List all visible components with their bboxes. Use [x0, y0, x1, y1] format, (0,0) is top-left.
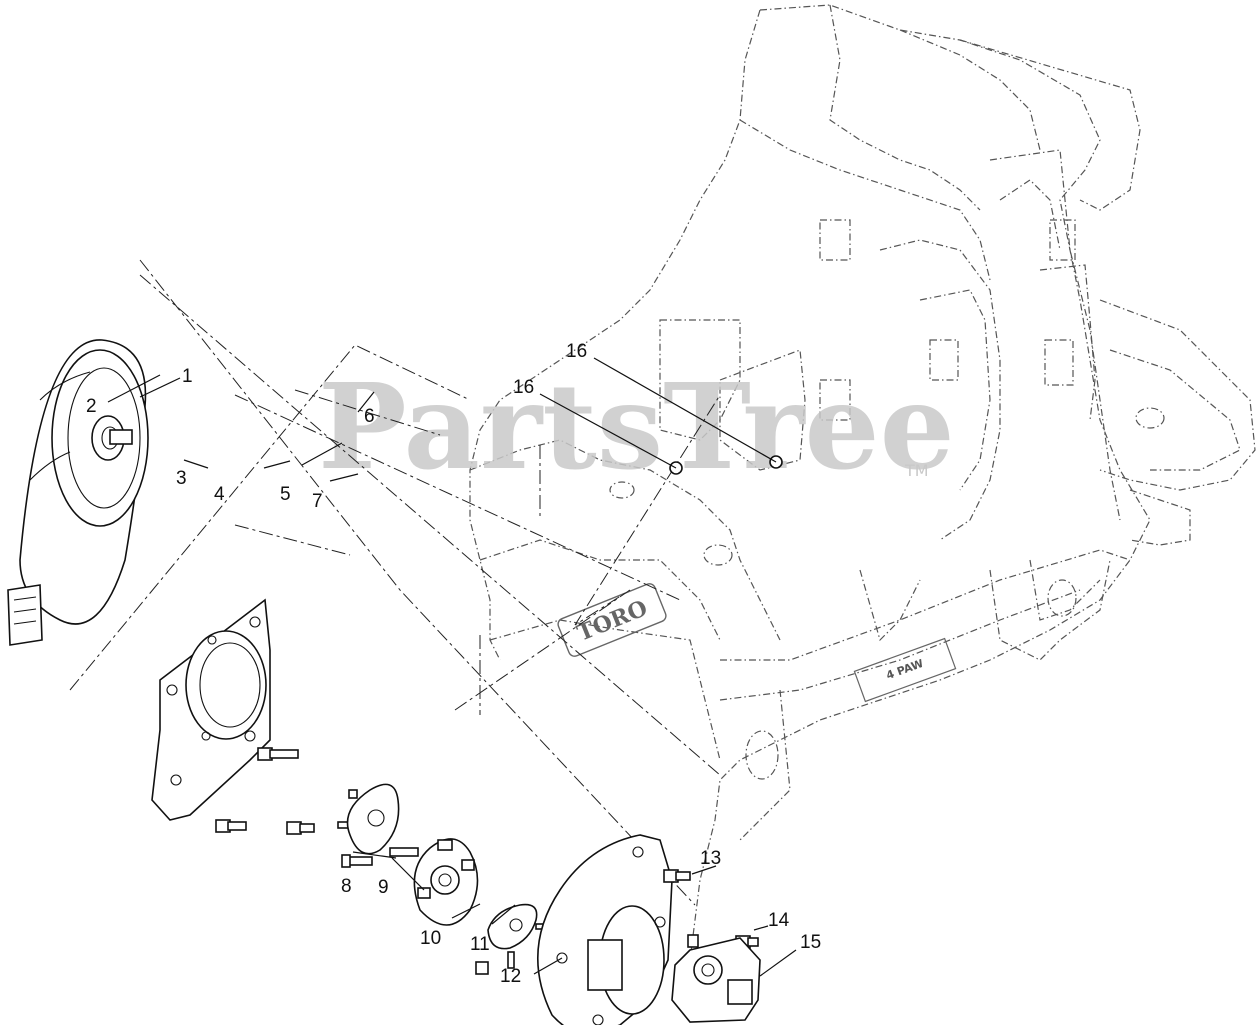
callout-4: 4 [214, 484, 225, 505]
partstree-watermark: PartsTree TM [318, 357, 955, 496]
toro-logo-decal: TORO [557, 583, 667, 657]
callout-16-lower: 16 [513, 377, 534, 398]
callout-15: 15 [800, 932, 821, 953]
watermark-text: PartsTree [318, 357, 955, 496]
part-8-pin [389, 847, 419, 857]
callout-labels: 1 2 3 4 5 6 7 8 9 10 11 12 13 14 15 16 1… [86, 341, 821, 987]
drive-decal-text: 4 PAW [884, 657, 925, 682]
callout-5: 5 [280, 484, 291, 505]
watermark-trademark: TM [904, 461, 929, 480]
part-12-pump-adapter [537, 834, 673, 1025]
part-9-coupler [413, 838, 479, 926]
part-15-hydraulic-pump [671, 934, 761, 1023]
callout-7: 7 [312, 491, 323, 512]
part-10-nut [475, 961, 489, 975]
part-4-bolts [257, 747, 315, 835]
assembly-centerlines [69, 259, 721, 906]
callout-leaders [107, 357, 797, 977]
callout-2: 2 [86, 396, 97, 417]
part-3-bolt [215, 819, 247, 833]
part-7-pin [341, 854, 373, 868]
part-1-electric-clutch [7, 339, 149, 646]
callout-14: 14 [768, 910, 790, 931]
callout-3: 3 [176, 468, 187, 489]
callout-9: 9 [378, 877, 389, 898]
callout-8: 8 [341, 876, 352, 897]
machine-frame-phantom [469, 4, 1256, 961]
callout-16-upper: 16 [566, 341, 587, 362]
part-6-flange-hub [346, 783, 400, 855]
callout-13: 13 [700, 848, 721, 869]
callout-12: 12 [500, 966, 521, 987]
callout-6: 6 [364, 406, 375, 427]
part-13-capscrew [663, 869, 691, 883]
callout-1: 1 [182, 366, 193, 387]
part-2-mount-plate [151, 598, 271, 821]
callout-11: 11 [470, 934, 490, 955]
callout-10: 10 [420, 928, 441, 949]
